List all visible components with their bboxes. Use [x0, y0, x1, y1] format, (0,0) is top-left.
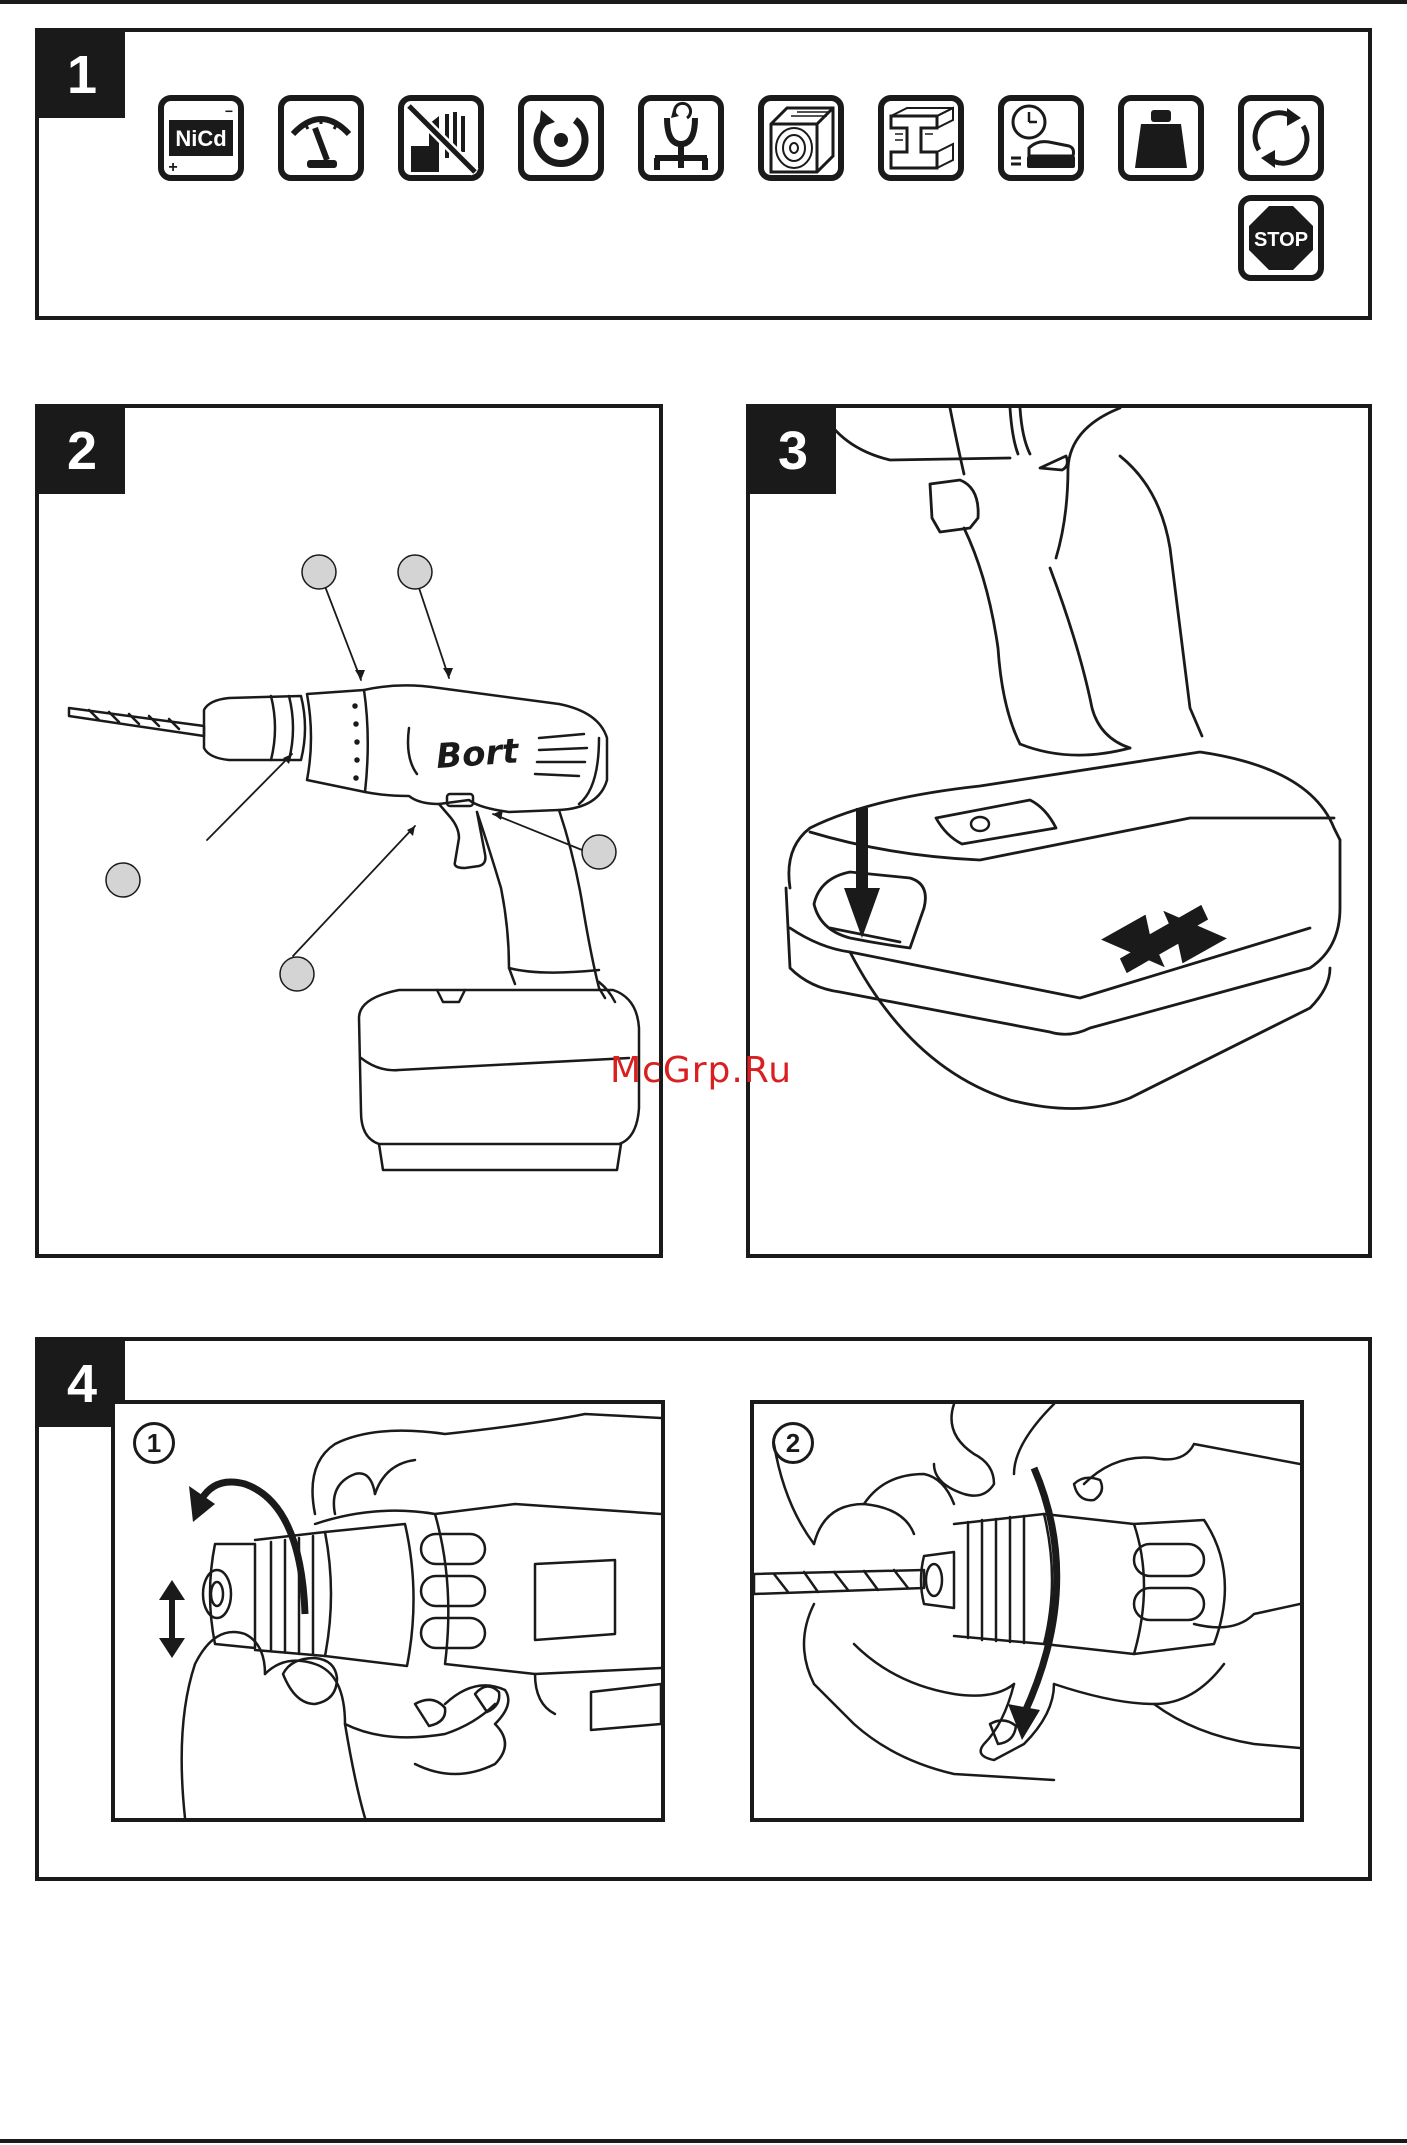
charging-time-icon [997, 94, 1085, 182]
panel-3-battery-install: 3 [746, 404, 1372, 1258]
drill-illustration: Bort [39, 408, 659, 1254]
step-1-open-chuck: 1 [111, 1400, 665, 1822]
step-1-number: 1 [133, 1422, 175, 1464]
step-2-illustration [754, 1404, 1300, 1818]
callout-torque-ring [398, 555, 432, 589]
watermark: McGrp.Ru [610, 1050, 792, 1091]
no-rain-icon [397, 94, 485, 182]
step-2-number: 2 [772, 1422, 814, 1464]
callout-reverse-switch [582, 835, 616, 869]
weight-icon [1117, 94, 1205, 182]
stop-icon: STOP [1237, 194, 1325, 282]
panel-1-symbols: 1 NiCd − + [35, 28, 1372, 320]
drill-brand-label: Bort [435, 731, 522, 777]
bottom-rule [0, 2139, 1407, 2143]
reverse-rotation-icon [1237, 94, 1325, 182]
panel-2-drill-overview: Bort 2 [35, 404, 663, 1258]
panel-2-number: 2 [39, 408, 125, 494]
rotation-icon [517, 94, 605, 182]
panel-1-number: 1 [39, 32, 125, 118]
battery-install-illustration [750, 408, 1368, 1254]
wood-icon [757, 94, 845, 182]
metal-beam-icon [877, 94, 965, 182]
chuck-tool-icon [637, 94, 725, 182]
top-rule [0, 0, 1407, 4]
step-1-illustration [115, 1404, 661, 1818]
stop-label: STOP [1254, 229, 1308, 251]
plus-sign: + [168, 159, 177, 176]
callout-chuck-collar [302, 555, 336, 589]
panel-4-chuck-operation: 4 [35, 1337, 1372, 1881]
callout-trigger [280, 957, 314, 991]
minus-sign: − [225, 103, 233, 119]
panel-3-number: 3 [750, 408, 836, 494]
nicd-label: NiCd [175, 126, 226, 151]
callout-keyless-chuck [106, 863, 140, 897]
nicd-battery-icon: NiCd − + [157, 94, 245, 182]
step-2-tighten-chuck: 2 [750, 1400, 1304, 1822]
speed-gauge-icon [277, 94, 365, 182]
